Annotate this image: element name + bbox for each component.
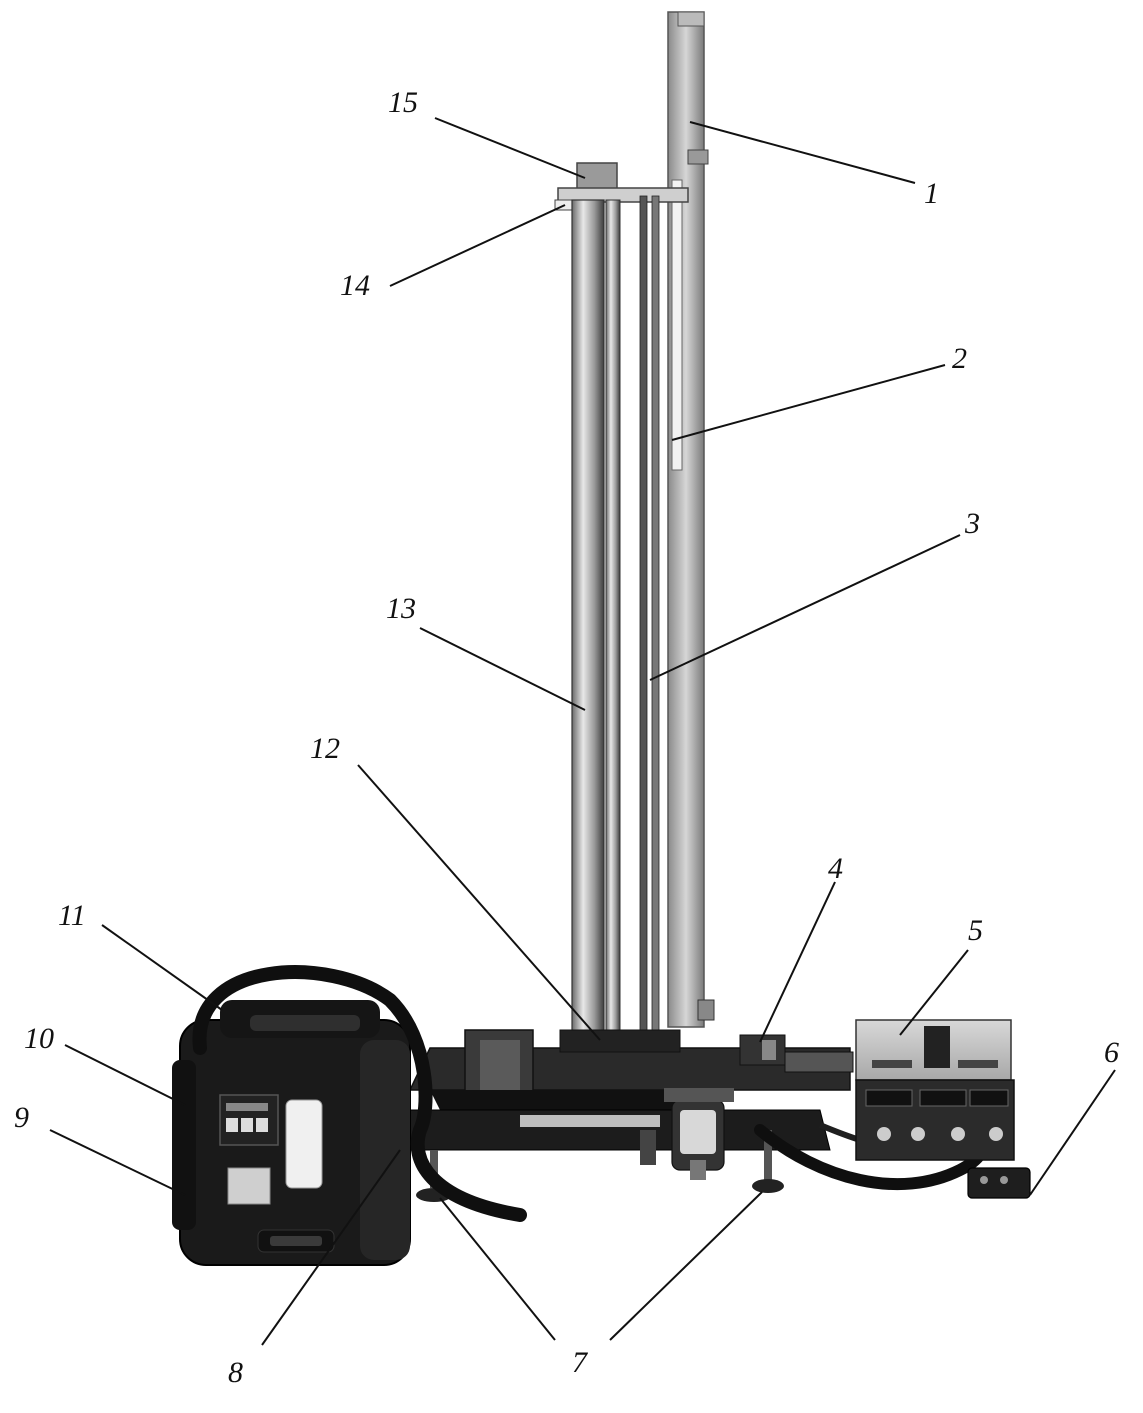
leader-15 [434, 117, 586, 179]
leader-6 [1029, 1069, 1116, 1196]
guide-rods [639, 195, 660, 1039]
apparatus-drawing [172, 11, 1031, 1266]
leader-2 [671, 364, 946, 441]
callout-13: 13 [386, 592, 416, 625]
callout-10: 10 [24, 1022, 54, 1055]
callout-labels: 1 2 3 4 5 6 7 8 9 10 11 12 13 14 15 [14, 86, 1119, 1389]
leader-5 [899, 949, 969, 1036]
leader-9 [49, 1129, 186, 1196]
leader-lines [49, 117, 1116, 1346]
callout-7: 7 [572, 1346, 589, 1379]
leader-4 [759, 881, 836, 1043]
callout-14: 14 [340, 269, 370, 302]
control-block [967, 1167, 1031, 1199]
callout-12: 12 [310, 732, 340, 765]
callout-5: 5 [968, 914, 983, 947]
gauge-unit [664, 1088, 734, 1180]
callout-3: 3 [964, 507, 980, 540]
power-supply [855, 1019, 1015, 1161]
leader-14 [389, 204, 566, 287]
main-tubes [571, 199, 621, 1039]
callout-4: 4 [828, 852, 843, 885]
leader-12 [357, 764, 601, 1041]
leader-3 [649, 534, 961, 681]
callout-6: 6 [1104, 1036, 1119, 1069]
measuring-column [667, 11, 715, 1028]
callout-15: 15 [388, 86, 418, 119]
leader-8 [261, 1149, 401, 1346]
leader-13 [419, 627, 586, 711]
callout-1: 1 [924, 177, 939, 210]
leader-7b [609, 1191, 763, 1341]
leader-10 [64, 1044, 186, 1106]
blower-unit [172, 1000, 411, 1266]
callout-2: 2 [952, 342, 967, 375]
leader-7a [439, 1197, 556, 1341]
leader-1 [689, 121, 916, 184]
callout-8: 8 [228, 1356, 243, 1389]
leveling-feet [416, 1130, 784, 1202]
leader-11 [101, 924, 223, 1011]
callout-11: 11 [58, 899, 86, 932]
callout-9: 9 [14, 1101, 29, 1134]
